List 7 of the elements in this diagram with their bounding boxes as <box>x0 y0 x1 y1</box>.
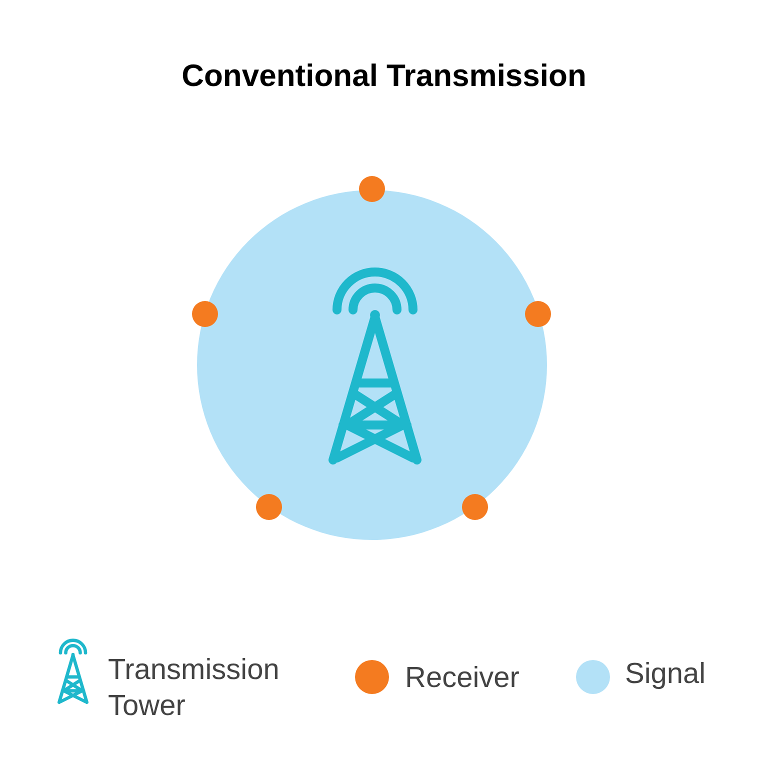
legend-label: Transmission Tower <box>108 653 280 724</box>
receiver-dot <box>359 176 385 202</box>
receiver-dot <box>525 301 551 327</box>
receiver-dot <box>192 301 218 327</box>
legend-label: Signal <box>625 657 707 692</box>
diagram-title: Conventional Transmission <box>180 58 588 94</box>
legend-label: Receiver <box>405 661 520 696</box>
